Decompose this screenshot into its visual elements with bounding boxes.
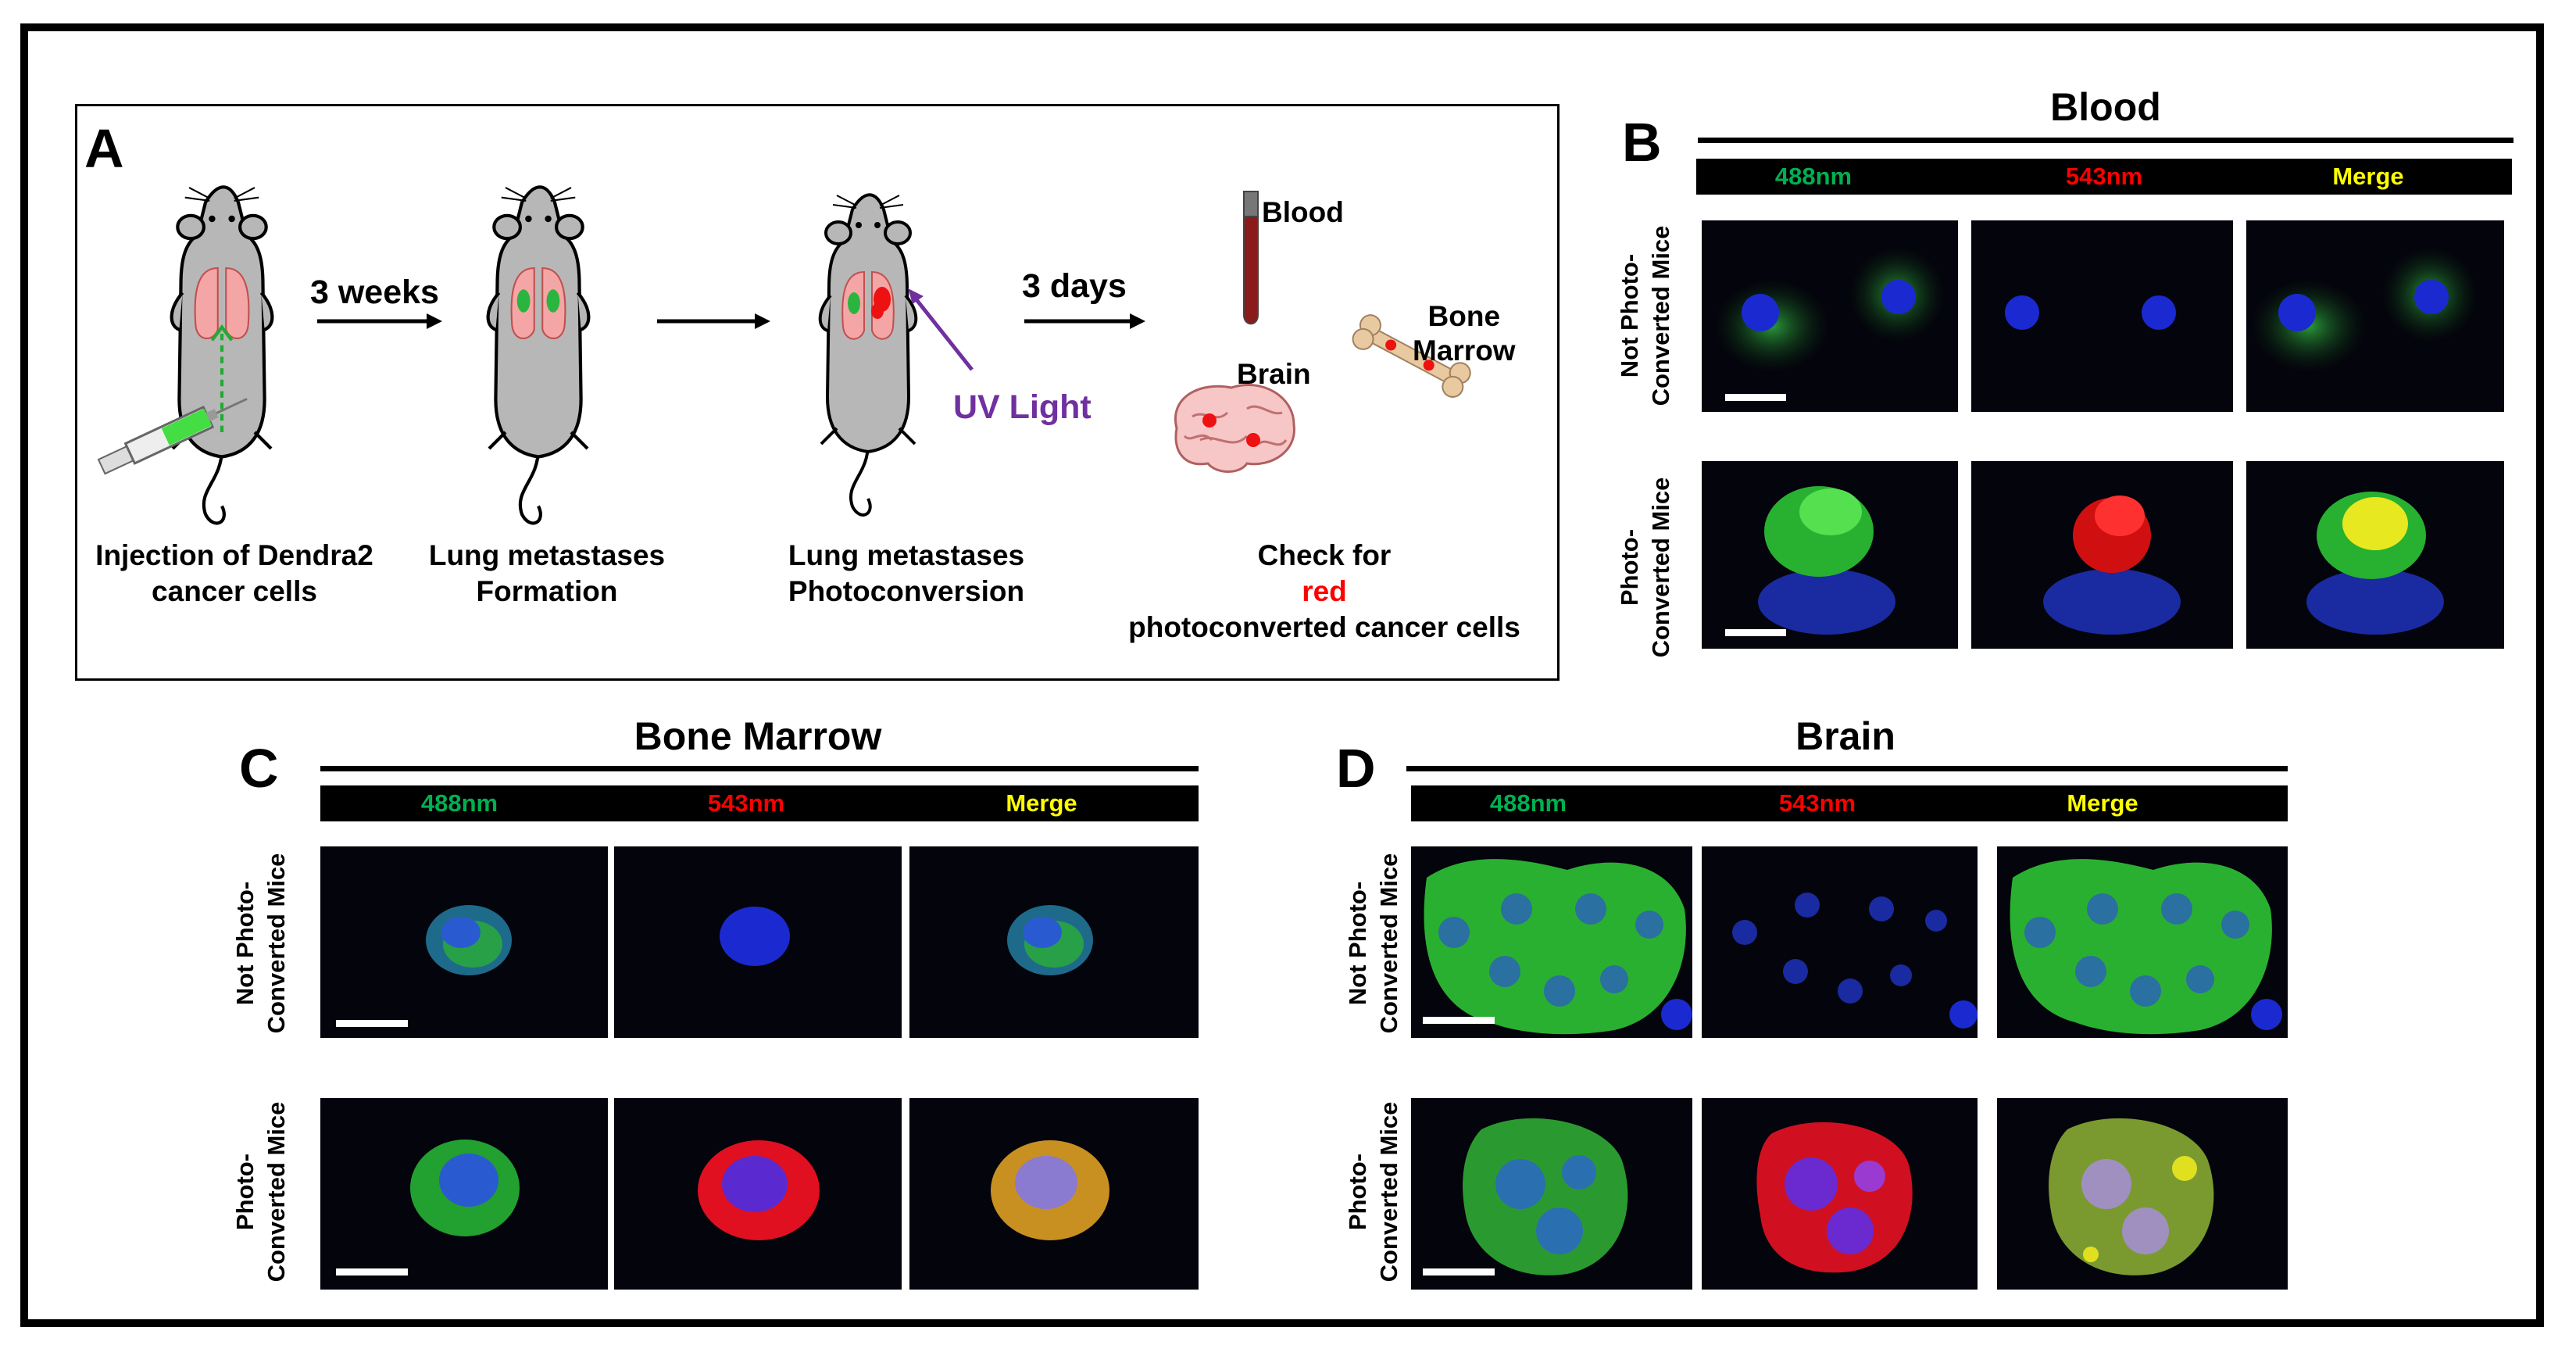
channel-merge-label: Merge [1006,789,1077,817]
panel-c-channel-bar: 488nm 543nm Merge [320,785,1199,821]
panel-d-title: Brain [1795,714,1895,758]
bone-marrow-label: Bone Marrow [1413,300,1516,367]
channel-543-label: 543nm [2065,163,2143,190]
channel-543-label: 543nm [1778,789,1856,817]
channel-488-label: 488nm [420,789,498,817]
scale-bar [1725,629,1786,636]
brain-label: Brain [1237,358,1311,390]
scale-bar [1423,1268,1495,1275]
micrograph-brain-converted-merge [1997,1098,2288,1290]
panel-b-title: Blood [2050,85,2161,129]
channel-488-label: 488nm [1489,789,1567,817]
scale-bar [1423,1017,1495,1024]
panel-b-rule [1698,138,2513,143]
channel-488-label: 488nm [1774,163,1853,190]
panel-c-title: Bone Marrow [634,714,882,758]
panel-c-row2-label: Photo-Converted Mice [231,1101,290,1283]
micrograph-bone-marrow-converted-merge [909,1098,1199,1290]
micrograph-bone-marrow-converted-543 [614,1098,902,1290]
figure-frame [20,23,2544,1327]
panel-b-row2-label: Photo-Converted Mice [1616,477,1674,658]
channel-543-label: 543nm [707,789,785,817]
panel-d-rule [1406,766,2288,771]
micrograph-bone-marrow-not-converted-543 [614,846,902,1038]
panel-d-channel-bar: 488nm 543nm Merge [1411,785,2288,821]
panel-a-letter: A [84,118,124,179]
panel-b-letter: B [1622,112,1662,173]
micrograph-bone-marrow-converted-488 [320,1098,608,1290]
arrow-3-weeks-label: 3 weeks [310,274,439,311]
step4-caption: Check for red photoconverted cancer cell… [1128,539,1520,643]
channel-merge-label: Merge [2067,789,2138,817]
micrograph-brain-not-converted-488 [1411,846,1692,1038]
panel-d-row2-label: Photo-Converted Mice [1344,1101,1402,1283]
panel-b-channel-bar: 488nm 543nm Merge [1696,159,2512,195]
micrograph-brain-converted-488 [1411,1098,1692,1290]
micrograph-brain-converted-543 [1702,1098,1978,1290]
panel-c-letter: C [239,738,279,799]
micrograph-bone-marrow-not-converted-merge [909,846,1199,1038]
scale-bar [1725,394,1786,401]
panel-d-row1-label: Not Photo-Converted Mice [1344,853,1402,1034]
panel-d-letter: D [1336,738,1376,799]
micrograph-blood-converted-merge [2246,461,2504,649]
micrograph-blood-not-converted-merge [2246,220,2504,412]
micrograph-bone-marrow-not-converted-488 [320,846,608,1038]
panel-c-rule [320,766,1199,771]
panel-a-schematic [97,104,1471,681]
micrograph-blood-not-converted-488 [1702,220,1958,412]
micrograph-blood-converted-543 [1971,461,2233,649]
scale-bar [336,1020,408,1027]
micrograph-blood-not-converted-543 [1971,220,2233,412]
micrograph-blood-converted-488 [1702,461,1958,649]
micrograph-brain-not-converted-merge [1997,846,2288,1038]
uv-light-label: UV Light [953,388,1091,426]
panel-c-row1-label: Not Photo-Converted Mice [231,853,290,1034]
micrograph-brain-not-converted-543 [1702,846,1978,1038]
scale-bar [336,1268,408,1275]
blood-label: Blood [1262,196,1344,228]
arrow-3-days-label: 3 days [1022,267,1127,305]
panel-b-row1-label: Not Photo-Converted Mice [1616,225,1674,406]
panel-a-box [75,104,1560,681]
channel-merge-label: Merge [2332,163,2404,190]
